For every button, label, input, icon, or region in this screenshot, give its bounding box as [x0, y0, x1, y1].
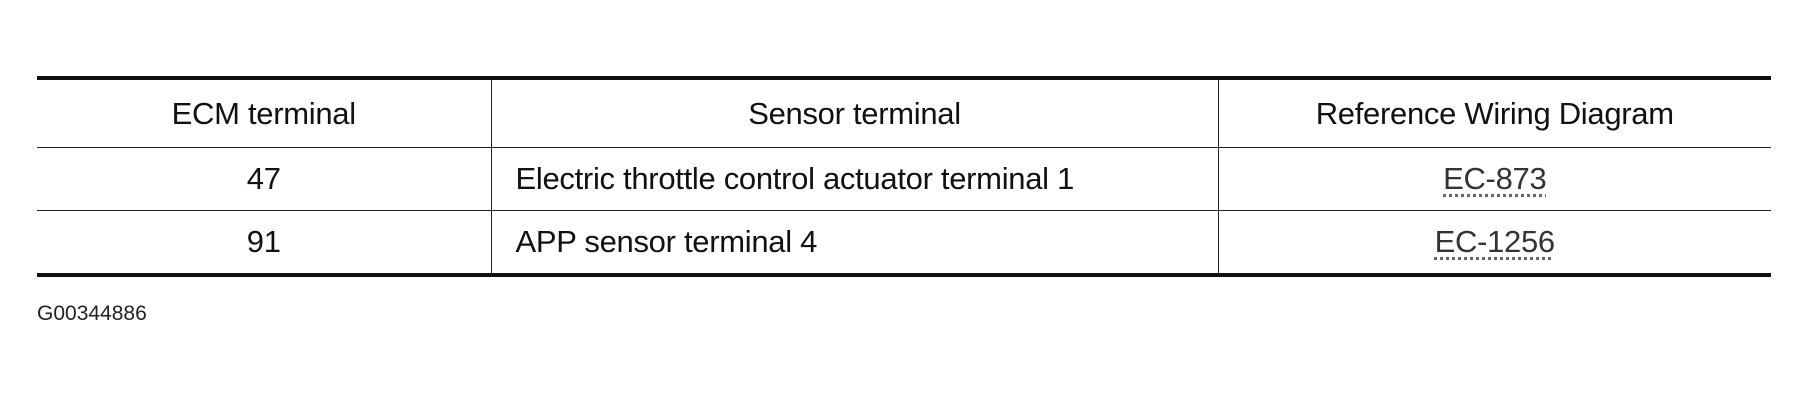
connection-table: ECM terminal Sensor terminal Reference W… — [37, 76, 1771, 277]
reference-cell: EC-873 — [1217, 147, 1771, 211]
sensor-terminal-cell: Electric throttle control actuator termi… — [490, 147, 1218, 211]
header-sensor-terminal: Sensor terminal — [490, 78, 1218, 148]
table-row: 47 Electric throttle control actuator te… — [37, 147, 1771, 211]
table-row: 91 APP sensor terminal 4 EC-1256 — [37, 210, 1771, 277]
reference-cell: EC-1256 — [1217, 210, 1771, 277]
reference-link[interactable]: EC-873 — [1443, 161, 1547, 196]
connection-table-wrapper: ECM terminal Sensor terminal Reference W… — [37, 76, 1771, 277]
reference-link[interactable]: EC-1256 — [1434, 224, 1556, 259]
table-header-row: ECM terminal Sensor terminal Reference W… — [37, 78, 1771, 148]
figure-id: G00344886 — [37, 302, 147, 325]
header-ecm-terminal: ECM terminal — [37, 78, 491, 148]
sensor-terminal-cell: APP sensor terminal 4 — [490, 210, 1218, 277]
ecm-terminal-cell: 47 — [37, 147, 491, 211]
header-reference-wiring-diagram: Reference Wiring Diagram — [1217, 78, 1771, 148]
ecm-terminal-cell: 91 — [37, 210, 491, 277]
